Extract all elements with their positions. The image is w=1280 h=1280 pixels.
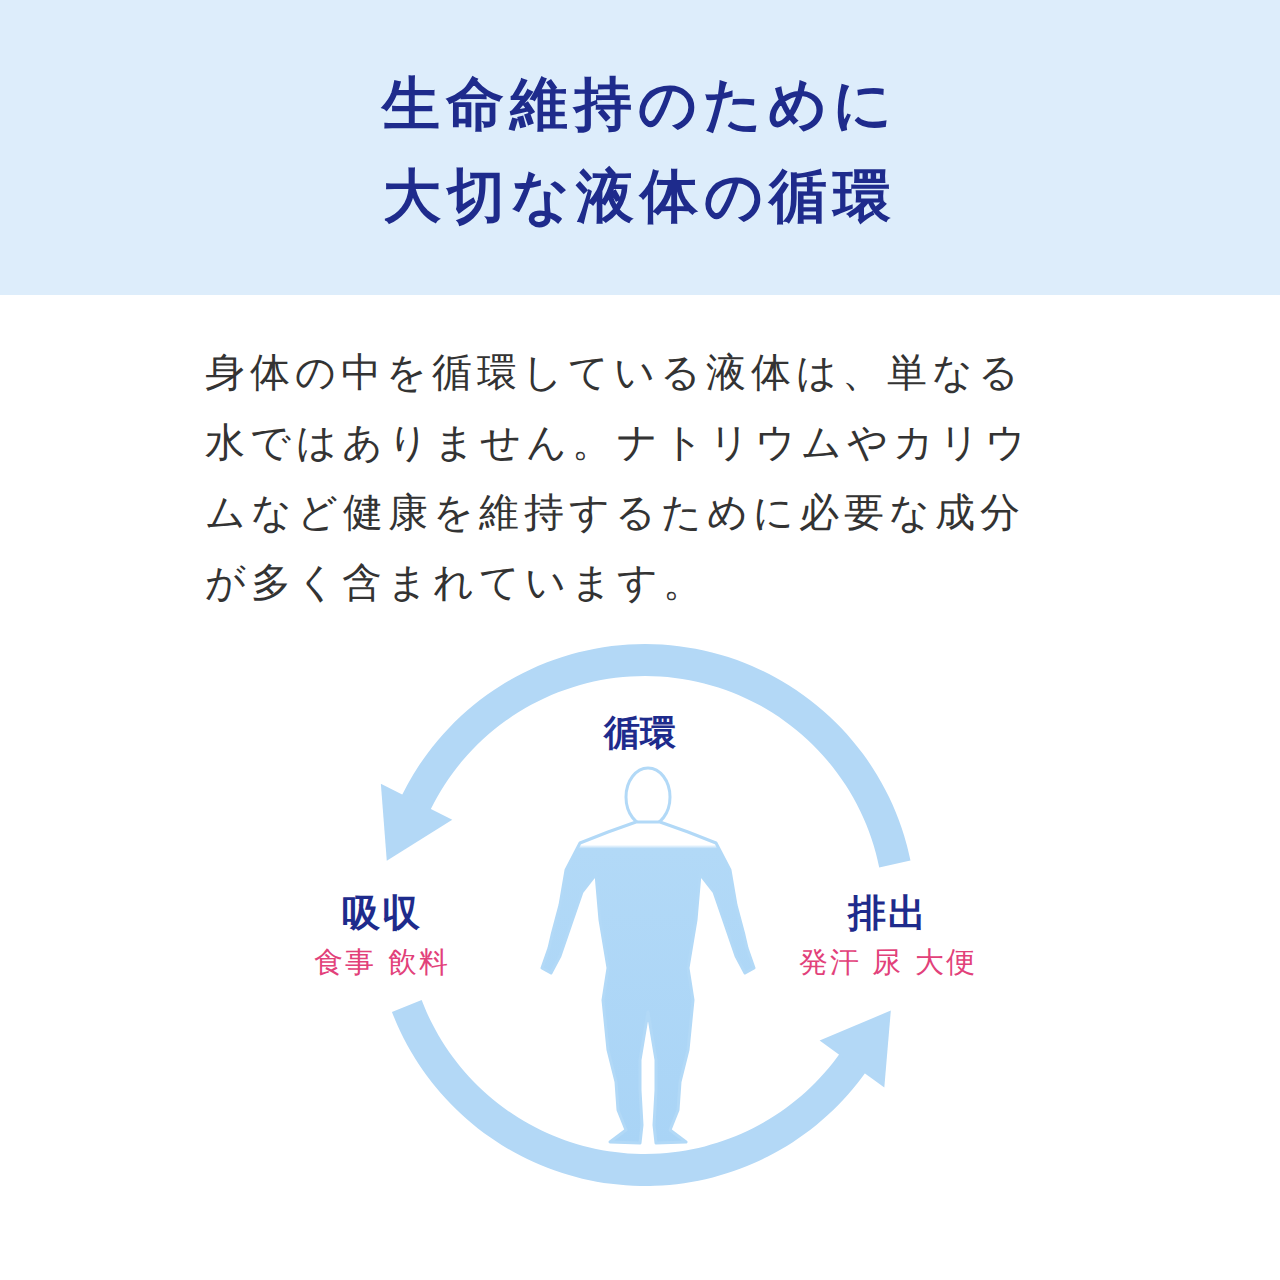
body-text: 身体の中を循環している液体は、単なる水ではありません。ナトリウムやカリウムなど健… [205,337,1040,617]
cycle-arrow [416,660,895,864]
human-figure [542,822,754,1143]
stage-name: 排出 [799,886,976,940]
stage-name: 吸収 [314,886,449,940]
cycle-label: 循環 [604,709,676,758]
stage-examples: 発汗 尿 大便 [799,940,976,984]
page-title: 生命維持のために 大切な液体の循環 [290,58,990,242]
header-band [0,0,1280,295]
cycle-arrow [407,1006,853,1170]
figure-head [626,768,670,826]
stage-examples: 食事 飲料 [314,940,449,984]
cycle-stage: 排出発汗 尿 大便 [799,886,976,984]
cycle-stage: 吸収食事 飲料 [314,886,449,984]
